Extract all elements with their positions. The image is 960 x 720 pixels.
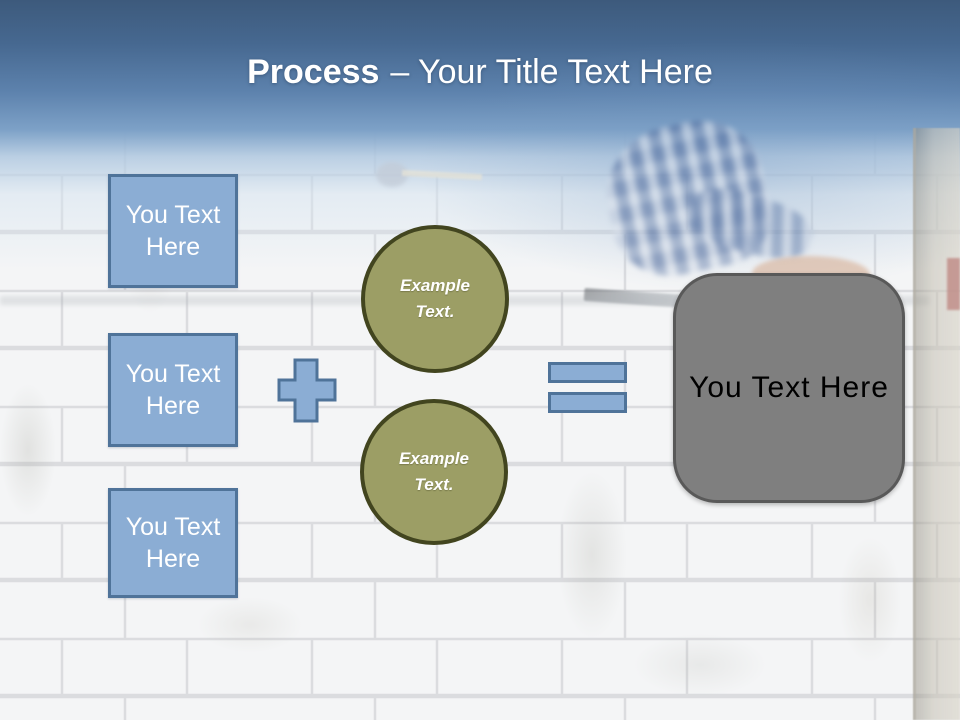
equals-icon	[548, 362, 627, 383]
slide-title-rest: – Your Title Text Here	[390, 53, 713, 91]
input-box-2-label: You Text Here	[125, 360, 221, 420]
example-circle-2: Example Text.	[360, 399, 508, 545]
plus-icon	[277, 358, 337, 423]
input-box-3: You Text Here	[108, 488, 238, 598]
input-box-3-label: You Text Here	[125, 513, 221, 573]
result-box: You Text Here	[673, 273, 905, 503]
plus-operator	[277, 358, 337, 423]
input-box-1: You Text Here	[108, 174, 238, 288]
input-box-1-label: You Text Here	[125, 201, 221, 261]
slide-title-emphasis: Process	[247, 53, 380, 91]
equals-operator	[548, 362, 627, 413]
result-box-label: You Text Here	[689, 371, 889, 404]
example-circle-1-label: Example Text.	[400, 275, 470, 321]
input-box-2: You Text Here	[108, 333, 238, 447]
example-circle-2-label: Example Text.	[399, 448, 469, 494]
example-circle-1: Example Text.	[361, 225, 509, 373]
equals-icon	[548, 392, 627, 413]
slide-title: Process – Your Title Text Here	[0, 53, 960, 91]
